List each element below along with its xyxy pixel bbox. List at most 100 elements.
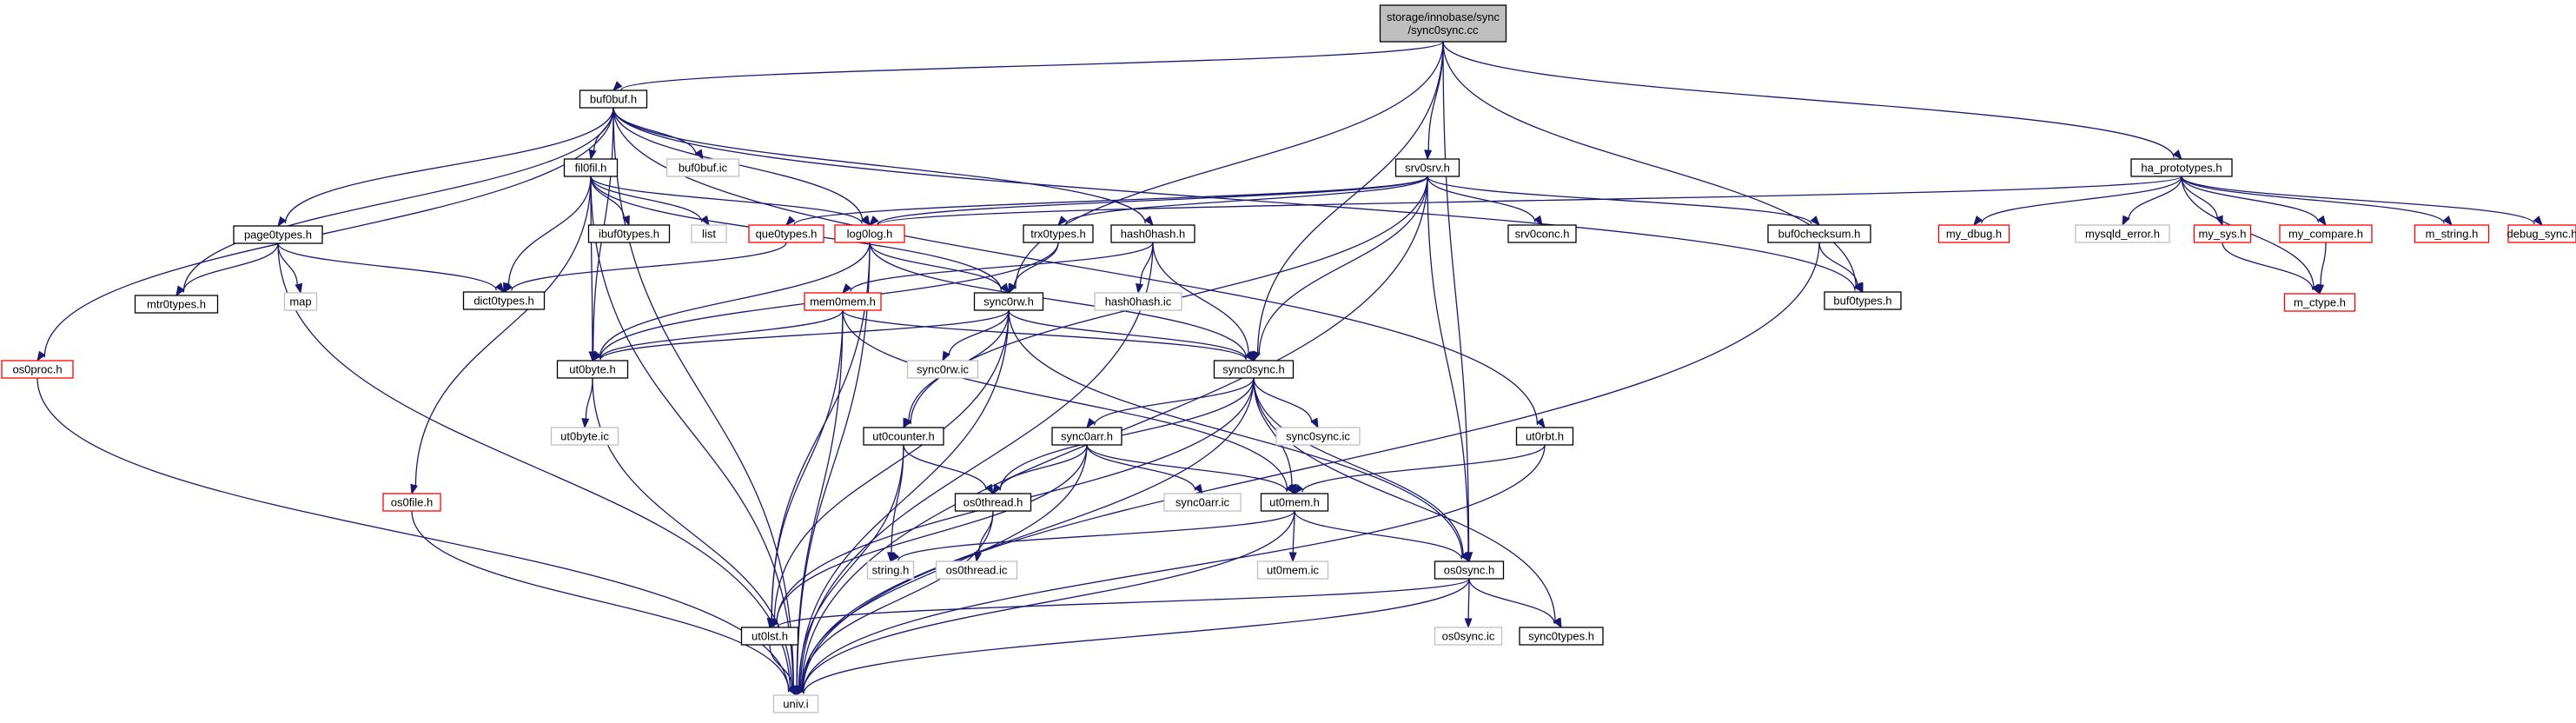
node-label-trx0types: trx0types.h (1030, 228, 1086, 241)
node-hash0hash[interactable]: hash0hash.h (1110, 224, 1195, 243)
node-os0sync_ic[interactable]: os0sync.ic (1434, 627, 1503, 646)
node-label-mem0mem: mem0mem.h (810, 295, 876, 308)
node-ut0mem[interactable]: ut0mem.h (1260, 493, 1329, 512)
edge-ut0byte-to-ut0byte_ic (585, 377, 593, 421)
node-map[interactable]: map (283, 292, 318, 311)
node-mtr0types[interactable]: mtr0types.h (134, 295, 219, 314)
node-que0types[interactable]: que0types.h (748, 224, 824, 243)
node-list[interactable]: list (691, 224, 727, 243)
edge-my_compare-to-m_ctype (2320, 242, 2327, 287)
node-sync0rw_ic[interactable]: sync0rw.ic (906, 360, 979, 379)
node-ut0counter[interactable]: ut0counter.h (863, 427, 944, 446)
node-page0types[interactable]: page0types.h (233, 225, 323, 244)
edge-ut0counter-to-os0thread (903, 444, 987, 490)
arrowhead-hash0hash-to-hash0hash_ic (1136, 282, 1143, 295)
arrowhead-log0log-to-sync0rw (1000, 282, 1010, 295)
node-sync0rw[interactable]: sync0rw.h (973, 292, 1044, 311)
node-my_sys[interactable]: my_sys.h (2193, 224, 2252, 243)
node-sync0types[interactable]: sync0types.h (1519, 627, 1604, 646)
node-box-os0sync_ic (1434, 627, 1503, 646)
node-ha_prototypes[interactable]: ha_prototypes.h (2130, 158, 2233, 177)
node-root[interactable]: storage/innobase/sync/sync0sync.cc (1379, 4, 1507, 43)
node-univ[interactable]: univ.i (772, 694, 819, 713)
node-box-ut0rbt (1515, 427, 1574, 446)
node-srv0srv[interactable]: srv0srv.h (1394, 158, 1460, 177)
edge-os0thread-to-univ (800, 510, 994, 690)
arrowhead-os0thread-to-os0thread_ic (974, 551, 983, 563)
node-label-map: map (289, 295, 311, 308)
node-buf0buf_ic[interactable]: buf0buf.ic (666, 158, 740, 177)
arrowhead-sync0rw-to-sync0sync (1244, 351, 1255, 362)
node-string[interactable]: string.h (866, 560, 915, 580)
node-mem0mem[interactable]: mem0mem.h (804, 292, 882, 311)
edge-root-to-ha_prototypes (1442, 41, 2175, 158)
node-ut0mem_ic[interactable]: ut0mem.ic (1256, 560, 1329, 580)
edge-sync0sync-to-sync0sync_ic (1253, 377, 1313, 423)
node-ibuf0types[interactable]: ibuf0types.h (587, 224, 671, 243)
node-box-buf0buf (579, 90, 648, 109)
nodes-layer: storage/innobase/sync/sync0sync.cc buf0bu… (1, 4, 2576, 713)
node-trx0types[interactable]: trx0types.h (1023, 224, 1094, 243)
node-box-ut0byte_ic (550, 427, 619, 446)
node-label-page0types: page0types.h (244, 229, 312, 242)
node-label-root: /sync0sync.cc (1408, 23, 1479, 36)
edge-fil0fil-to-ut0byte (590, 176, 593, 354)
node-ut0byte_ic[interactable]: ut0byte.ic (550, 427, 619, 446)
node-box-map (283, 292, 318, 311)
edge-log0log-to-sync0rw (869, 242, 1003, 291)
arrowhead-ut0mem-to-string (890, 552, 900, 563)
edge-hash0hash-to-sync0sync (1152, 242, 1249, 355)
node-box-trx0types (1023, 224, 1094, 243)
node-my_compare[interactable]: my_compare.h (2279, 224, 2373, 243)
node-m_ctype[interactable]: m_ctype.h (2283, 293, 2356, 312)
node-os0thread[interactable]: os0thread.h (954, 493, 1032, 512)
node-sync0arr_ic[interactable]: sync0arr.ic (1163, 493, 1242, 512)
node-sync0arr[interactable]: sync0arr.h (1051, 427, 1122, 446)
node-os0sync[interactable]: os0sync.h (1434, 560, 1505, 580)
node-mysqld_error[interactable]: mysqld_error.h (2075, 224, 2170, 243)
edge-buf0buf-to-mtr0types (182, 107, 614, 293)
node-os0file[interactable]: os0file.h (382, 493, 441, 512)
edge-ha_prototypes-to-m_string (2181, 176, 2445, 224)
arrowhead-ut0rbt-to-ut0mem (1294, 484, 1304, 495)
node-label-ut0rbt: ut0rbt.h (1526, 430, 1564, 443)
node-buf0types[interactable]: buf0types.h (1824, 291, 1902, 310)
node-os0thread_ic[interactable]: os0thread.ic (935, 560, 1018, 580)
node-sync0sync_ic[interactable]: sync0sync.ic (1275, 427, 1361, 446)
node-box-buf0checksum (1767, 224, 1871, 243)
node-fil0fil[interactable]: fil0fil.h (563, 158, 619, 177)
edge-fil0fil-to-univ (590, 176, 794, 688)
arrowhead-ha_prototypes-to-log0log (869, 216, 879, 227)
edge-mem0mem-to-ut0lst (771, 309, 844, 620)
node-ut0lst[interactable]: ut0lst.h (740, 627, 799, 646)
arrowhead-buf0buf-to-os0proc (36, 350, 46, 362)
edge-sync0sync-to-univ (801, 377, 1255, 691)
edge-log0log-to-univ (796, 242, 871, 688)
node-label-ut0mem: ut0mem.h (1269, 496, 1320, 509)
node-m_string[interactable]: m_string.h (2414, 224, 2490, 243)
node-srv0conc[interactable]: srv0conc.h (1507, 224, 1577, 243)
arrowhead-page0types-to-map (295, 282, 303, 295)
node-ut0rbt[interactable]: ut0rbt.h (1515, 427, 1574, 446)
node-os0proc[interactable]: os0proc.h (1, 360, 74, 379)
node-buf0buf[interactable]: buf0buf.h (579, 90, 648, 109)
node-log0log[interactable]: log0log.h (834, 224, 905, 243)
node-my_dbug[interactable]: my_dbug.h (1937, 224, 2010, 243)
edge-sync0sync-to-os0sync (1253, 377, 1464, 557)
arrowhead-os0sync-to-os0sync_ic (1464, 618, 1473, 629)
node-box-log0log (834, 224, 905, 243)
node-hash0hash_ic[interactable]: hash0hash.ic (1094, 292, 1182, 311)
edge-os0sync-to-sync0types (1468, 578, 1555, 624)
node-dict0types[interactable]: dict0types.h (462, 291, 546, 310)
node-sync0sync[interactable]: sync0sync.h (1213, 360, 1295, 379)
edge-sync0rw-to-os0sync (1008, 309, 1463, 558)
arrowhead-page0types-to-mtr0types (175, 285, 185, 297)
node-ut0byte[interactable]: ut0byte.h (556, 360, 629, 379)
node-debug_sync[interactable]: debug_sync.h (2507, 224, 2576, 243)
edge-sync0rw-to-sync0sync (1008, 309, 1247, 360)
node-box-fil0fil (563, 158, 619, 177)
edge-sync0sync-to-sync0types (1253, 377, 1556, 623)
edge-sync0arr-to-os0thread (999, 444, 1088, 490)
node-buf0checksum[interactable]: buf0checksum.h (1767, 224, 1871, 243)
edge-ut0counter-to-univ (798, 444, 904, 688)
